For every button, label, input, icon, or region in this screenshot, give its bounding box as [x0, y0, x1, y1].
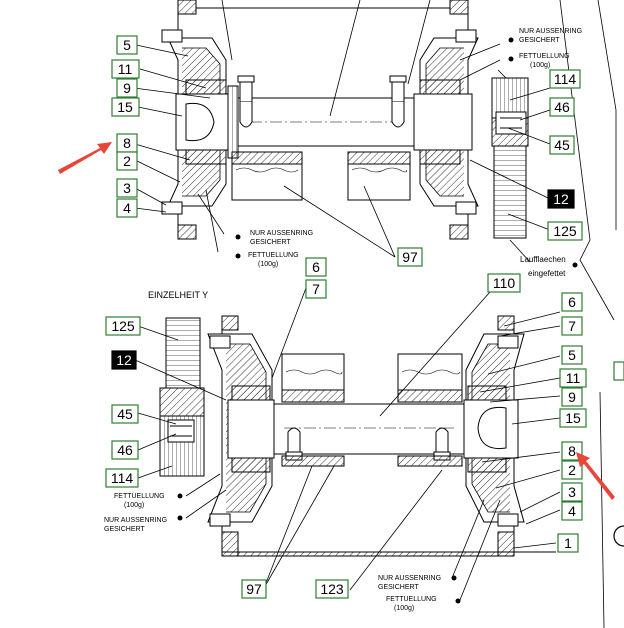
note-top-right-fettuellung: FETTUELLUNG [519, 53, 570, 60]
callout-bottom-114: 114 [111, 470, 134, 486]
callout-top-3: 3 [123, 180, 131, 196]
edge-symbol [613, 525, 624, 547]
callout-bottom-6-right: 6 [568, 294, 576, 310]
callout-top-5: 5 [123, 37, 131, 53]
note-top-right-gesichert: GESICHERT [519, 37, 560, 44]
callout-bottom-12: 12 [116, 352, 132, 368]
callout-bottom-97: 97 [246, 581, 262, 597]
note-bottom-mid-nur-aussenring: NUR AUSSENRING [378, 575, 441, 582]
callout-top-12: 12 [553, 191, 569, 207]
callout-bottom-1: 1 [564, 535, 572, 551]
note-bottom-left-gesichert: GESICHERT [104, 526, 145, 533]
callout-bottom-2: 2 [568, 462, 576, 478]
callout-top-97: 97 [402, 249, 418, 265]
note-laufflaechen: Laufflaechen [520, 255, 566, 264]
leader-lines [133, 0, 561, 601]
callout-top-125: 125 [553, 223, 577, 239]
callout-bottom-7-right: 7 [568, 318, 576, 334]
callout-bottom-46: 46 [117, 442, 133, 458]
notes: NUR AUSSENRING GESICHERT FETTUELLUNG (10… [104, 28, 582, 612]
arrow-pointing-bottom-8 [576, 452, 615, 500]
bottom-assembly [159, 315, 556, 557]
note-bottom-mid-gesichert: GESICHERT [378, 584, 419, 591]
callout-bottom-123: 123 [320, 581, 344, 597]
callouts [105, 35, 624, 599]
callout-top-45: 45 [554, 137, 570, 153]
note-eingefettet: eingefettet [528, 269, 566, 278]
note-bottom-left-fettuellung: FETTUELLUNG [114, 493, 165, 500]
note-einzelheit-y: EINZELHEIT Y [148, 290, 208, 300]
note-top-right-fett-menge: (100g) [530, 62, 550, 69]
note-bottom-mid-fettuellung: FETTUELLUNG [386, 596, 437, 603]
callout-bottom-45: 45 [117, 406, 133, 422]
arrow-pointing-top-8 [58, 142, 112, 174]
note-top-left-gesichert: GESICHERT [250, 239, 291, 246]
callout-bottom-15: 15 [565, 410, 581, 426]
callout-bottom-7: 7 [312, 281, 320, 297]
callout-bottom-6: 6 [312, 259, 320, 275]
callout-labels: 5 11 9 15 8 2 3 4 114 46 45 12 125 97 6 … [111, 37, 581, 597]
callout-bottom-11: 11 [566, 370, 581, 386]
note-top-left-nur-aussenring: NUR AUSSENRING [250, 230, 313, 237]
note-top-left-fettuellung: FETTUELLUNG [248, 252, 299, 259]
callout-bottom-8: 8 [568, 443, 576, 459]
callout-bottom-9: 9 [568, 389, 576, 405]
callout-top-8: 8 [123, 135, 131, 151]
note-top-left-fett-menge: (100g) [258, 261, 278, 268]
note-top-right-nur-aussenring: NUR AUSSENRING [519, 28, 582, 35]
top-assembly [161, 0, 617, 628]
callout-top-4: 4 [123, 200, 131, 216]
note-bottom-left-fett-menge: (100g) [124, 502, 144, 509]
callout-bottom-5: 5 [568, 347, 576, 363]
annotation-arrows [58, 142, 615, 500]
callout-top-9: 9 [123, 80, 131, 96]
callout-top-114: 114 [554, 71, 577, 87]
callout-top-11: 11 [118, 61, 133, 77]
callout-bottom-110: 110 [493, 275, 516, 291]
callout-bottom-3: 3 [568, 484, 576, 500]
callout-bottom-125: 125 [111, 318, 135, 334]
callout-top-2: 2 [123, 153, 131, 169]
callout-top-15: 15 [117, 99, 133, 115]
callout-top-46: 46 [554, 99, 570, 115]
callout-bottom-4: 4 [568, 503, 576, 519]
note-bottom-left-nur-aussenring: NUR AUSSENRING [104, 517, 167, 524]
note-bottom-mid-fett-menge: (100g) [394, 605, 414, 612]
